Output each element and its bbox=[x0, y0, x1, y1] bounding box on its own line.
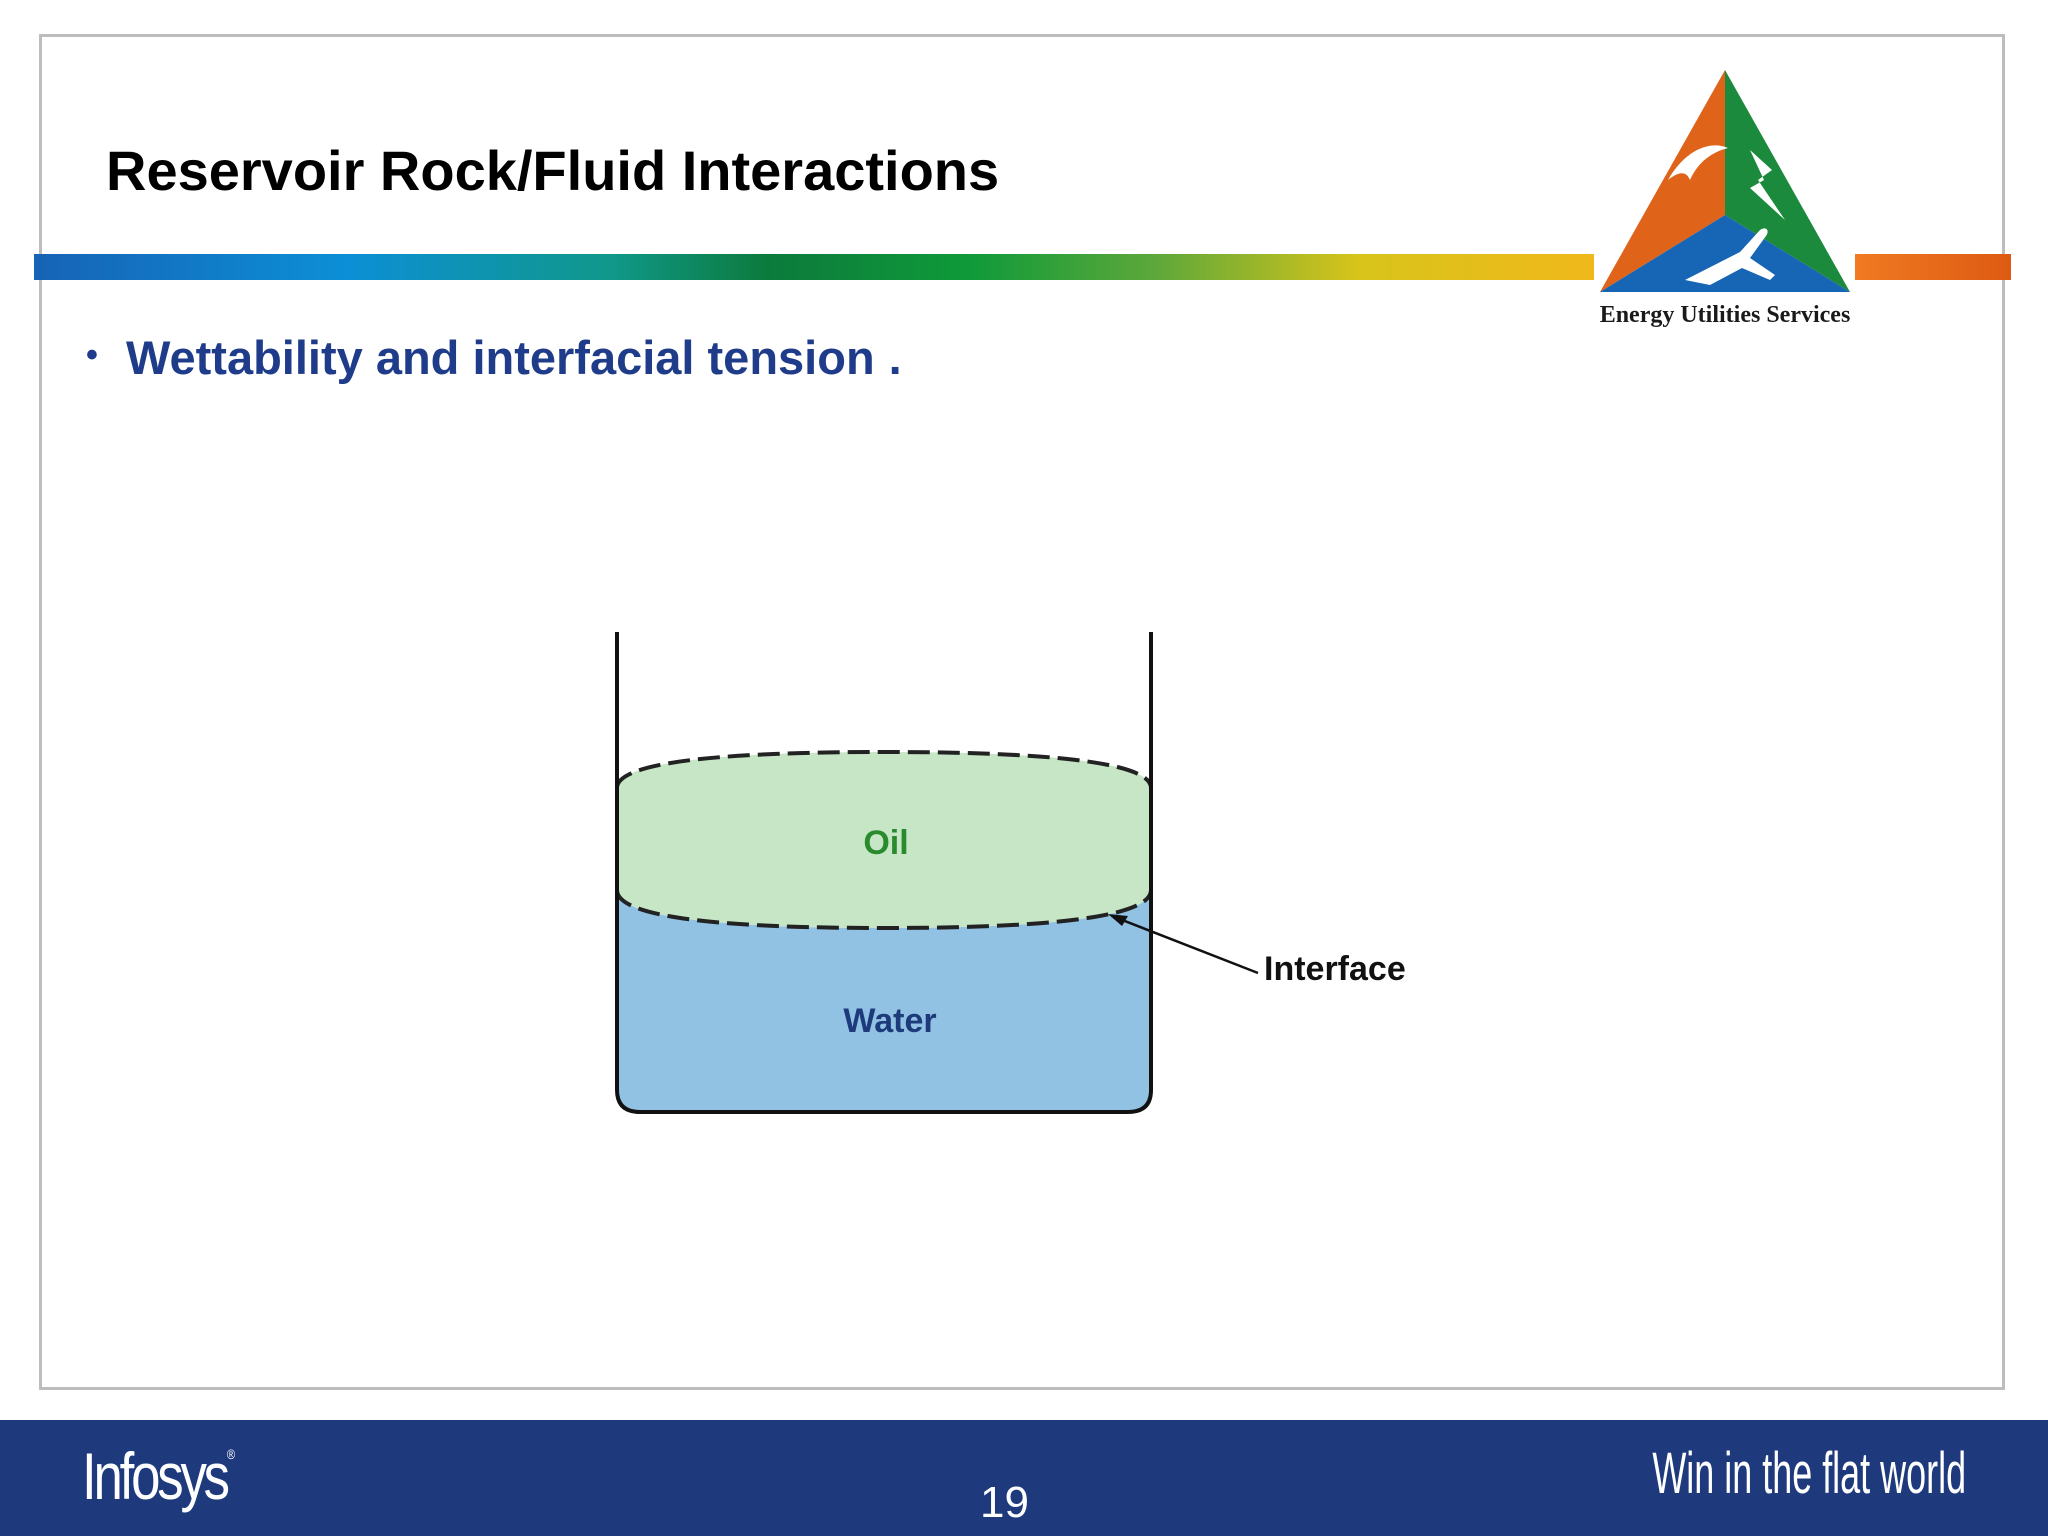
logo-caption: Energy Utilities Services bbox=[1599, 302, 1851, 328]
slide-title: Reservoir Rock/Fluid Interactions bbox=[106, 139, 1000, 202]
infosys-logo: Infosys® bbox=[82, 1438, 235, 1514]
bird-icon bbox=[1668, 145, 1728, 180]
tagline: Win in the flat world bbox=[1652, 1441, 1966, 1506]
oil-layer bbox=[617, 752, 1151, 928]
bullet-text: Wettability and interfacial tension bbox=[126, 331, 875, 384]
interface-pointer-line bbox=[1111, 914, 1259, 975]
logo-left-facet bbox=[1600, 70, 1725, 292]
oil-top-surface bbox=[615, 749, 1153, 789]
bullet-trailing-period: . bbox=[888, 331, 902, 384]
bullet-item: • Wettability and interfacial tension. bbox=[86, 330, 902, 385]
brand-name: Infosys bbox=[82, 1439, 230, 1513]
oil-water-interface-line bbox=[615, 889, 1153, 931]
lightning-icon bbox=[1750, 150, 1785, 220]
water-label: Water bbox=[843, 1002, 936, 1040]
logo-bottom-facet bbox=[1600, 215, 1850, 292]
energy-utilities-logo bbox=[1600, 70, 1850, 292]
oil-water-diagram: Oil Water Interface bbox=[615, 632, 1406, 1114]
airplane-icon bbox=[1685, 228, 1775, 285]
logo-right-facet bbox=[1725, 70, 1850, 292]
bullet-marker: • bbox=[86, 336, 98, 374]
water-layer bbox=[617, 890, 1151, 1112]
container-outline bbox=[615, 632, 1153, 1114]
interface-arrowhead bbox=[1108, 914, 1128, 926]
footer-bar: Infosys® 19 Win in the flat world bbox=[0, 1420, 2048, 1536]
interface-label: Interface bbox=[1264, 950, 1406, 988]
page-number: 19 bbox=[980, 1478, 1029, 1527]
header-color-bar-right bbox=[1855, 254, 2011, 280]
slide-frame bbox=[39, 34, 2005, 1390]
registered-mark: ® bbox=[226, 1446, 236, 1462]
header-color-bar bbox=[34, 254, 1594, 280]
oil-label: Oil bbox=[863, 824, 908, 862]
